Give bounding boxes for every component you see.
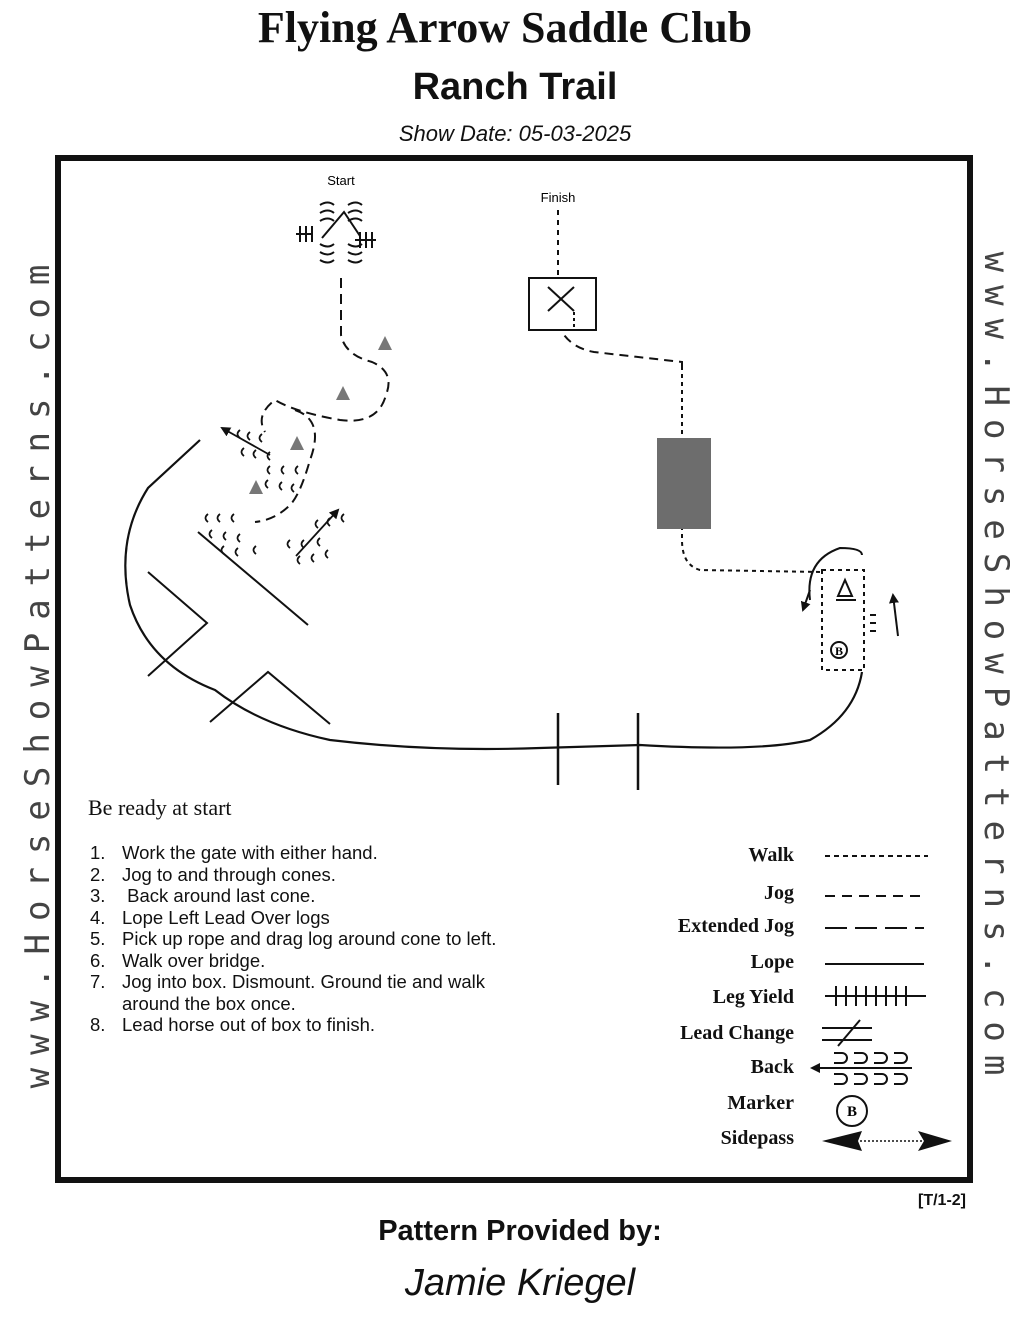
instruction-item: 6.Walk over bridge. (90, 949, 266, 971)
finish-label: Finish (541, 190, 576, 205)
gray-obstacle (657, 438, 711, 529)
instruction-item: 1.Work the gate with either hand. (90, 842, 378, 863)
marker-symbol-icon (836, 1095, 868, 1127)
legend-samples (810, 855, 952, 1151)
instruction-item: 7.Jog into box. Dismount. Ground tie and… (90, 971, 485, 1014)
leg-yield-line-icon (825, 986, 926, 1006)
legend-label-sidepass: Sidepass (720, 1127, 794, 1149)
legend-marker-letter: B (847, 1104, 857, 1120)
instruction-item: 4.Lope Left Lead Over logs (90, 906, 330, 928)
ready-note: Be ready at start (88, 795, 232, 820)
legend-label-back: Back (750, 1056, 794, 1078)
provider-name: Jamie Kriegel (404, 1262, 636, 1304)
legend-label-marker: Marker (727, 1092, 794, 1114)
provided-by-label: Pattern Provided by: (378, 1215, 662, 1247)
class-title: Ranch Trail (412, 66, 618, 108)
arena-border (55, 155, 973, 1183)
lope-path (124, 439, 864, 751)
legend-label-walk: Walk (748, 844, 794, 866)
show-date: Show Date: 05-03-2025 (398, 121, 632, 146)
jog-path-start (260, 278, 390, 433)
ground-tie-box (800, 546, 899, 671)
arena-marker-letter: B (835, 644, 843, 658)
lead-change-symbol-icon (822, 1019, 872, 1047)
back-marks-cones (220, 427, 299, 493)
club-title: Flying Arrow Saddle Club (257, 3, 753, 52)
cones (249, 336, 392, 494)
instruction-item: 8.Lead horse out of box to finish. (90, 1014, 376, 1035)
legend-label-jog: Jog (764, 882, 794, 904)
start-gate (296, 201, 376, 264)
legend-label-leg-yield: Leg Yield (712, 986, 794, 1008)
sidepass-arrow-icon (822, 1131, 952, 1151)
start-label: Start (327, 173, 355, 188)
legend-label-lope: Lope (750, 951, 794, 973)
pattern-code: [T/1-2] (918, 1192, 966, 1209)
walk-path (681, 368, 821, 573)
back-symbol-icon (810, 1052, 912, 1085)
instruction-item: 5.Pick up rope and drag log around cone … (90, 928, 497, 949)
drag-log (197, 531, 309, 626)
finish-box (528, 210, 597, 331)
instruction-item: 3. Back around last cone. (90, 885, 316, 906)
lope-logs (147, 571, 331, 725)
instruction-item: 2.Jog to and through cones. (90, 863, 336, 885)
jog-path-finish (561, 331, 683, 368)
jog-path-cones (254, 409, 316, 523)
legend-label-extended-jog: Extended Jog (677, 915, 794, 937)
bridge (556, 713, 640, 790)
legend-label-lead-change: Lead Change (680, 1022, 794, 1044)
instruction-list: 1.Work the gate with either hand. 2.Jog … (90, 842, 570, 1036)
